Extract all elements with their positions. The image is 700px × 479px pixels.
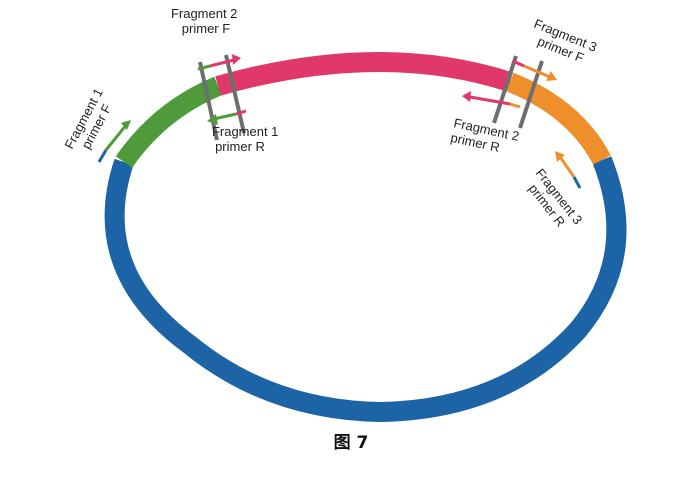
ring-fragment1-segment [115,76,222,168]
figure-caption: 图 7 [334,433,369,453]
frag3-primer-f-arrow [512,59,557,81]
frag1-primer-r-arrow [207,109,247,125]
label-frag1-primer-f: Fragment 1 primer F [61,82,120,158]
label-frag3-primer-f: Fragment 3 primer F [526,16,602,70]
label-frag3-primer-r: Fragment 3 primer R [521,166,588,240]
frag2-primer-r-arrow [462,91,521,109]
ring-fragment2-segment [215,52,514,96]
junction-bar [224,54,246,134]
frag1-primer-f-arrow [97,120,131,163]
label-frag2-primer-r: Fragment 2 primer R [449,115,524,159]
ring-backbone-segment [104,156,627,423]
label-frag1-primer-r: Fragment 1 primer R [212,124,282,154]
junction-bar [492,55,518,124]
junction-bar [198,61,219,141]
label-frag2-primer-f: Fragment 2 primer F [171,6,241,36]
ring-fragment3-segment [506,72,611,165]
junction-frag1-frag2 [198,54,246,141]
frag3-primer-r-arrow [555,151,582,189]
frag2-primer-f-arrow [197,54,241,71]
